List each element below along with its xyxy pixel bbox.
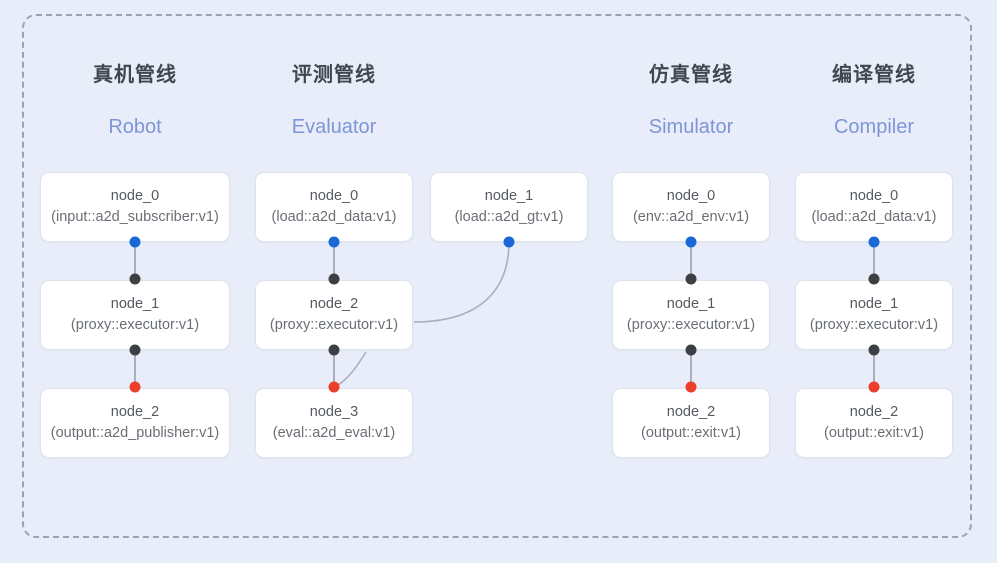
port-input-robot-node-1[interactable] xyxy=(129,273,141,285)
column-title-robot: 真机管线 xyxy=(93,64,177,86)
port-output-eval-node-2[interactable] xyxy=(328,344,340,356)
port-output-sim-node-1[interactable] xyxy=(685,344,697,356)
node-name: node_0 xyxy=(666,188,716,204)
edge-sim-0-1 xyxy=(690,242,692,278)
node-name: node_0 xyxy=(849,188,899,204)
node-name: node_3 xyxy=(309,404,359,420)
port-output-robot-node-0[interactable] xyxy=(129,236,141,248)
port-input-comp-node-1[interactable] xyxy=(868,273,880,285)
node-type: (proxy::executor:v1) xyxy=(269,317,399,333)
edge-comp-0-1 xyxy=(873,242,875,278)
node-type: (proxy::executor:v1) xyxy=(626,317,756,333)
column-header-robot: 真机管线 Robot xyxy=(40,58,230,139)
column-header-compiler: 编译管线 Compiler xyxy=(795,58,953,139)
column-subtitle-simulator: Simulator xyxy=(648,116,734,138)
column-title-simulator: 仿真管线 xyxy=(649,64,733,86)
node-type: (proxy::executor:v1) xyxy=(70,317,200,333)
node-eval-node-0[interactable]: node_0 (load::a2d_data:v1) xyxy=(255,172,413,242)
node-sim-node-2[interactable]: node_2 (output::exit:v1) xyxy=(612,388,770,458)
column-subtitle-compiler: Compiler xyxy=(833,116,915,138)
node-name: node_1 xyxy=(484,188,534,204)
port-input-sim-node-1[interactable] xyxy=(685,273,697,285)
node-name: node_2 xyxy=(309,296,359,312)
port-output-robot-node-1[interactable] xyxy=(129,344,141,356)
node-name: node_1 xyxy=(849,296,899,312)
node-name: node_1 xyxy=(666,296,716,312)
edge-robot-1-2 xyxy=(134,350,136,386)
port-input-eval-node-2[interactable] xyxy=(328,273,340,285)
node-robot-node-0[interactable]: node_0 (input::a2d_subscriber:v1) xyxy=(40,172,230,242)
node-name: node_2 xyxy=(110,404,160,420)
node-eval-node-2[interactable]: node_2 (proxy::executor:v1) xyxy=(255,280,413,350)
port-output-eval-node-1[interactable] xyxy=(503,236,515,248)
node-type: (load::a2d_data:v1) xyxy=(811,209,937,225)
node-comp-node-1[interactable]: node_1 (proxy::executor:v1) xyxy=(795,280,953,350)
node-type: (output::exit:v1) xyxy=(824,425,924,441)
edge-comp-1-2 xyxy=(873,350,875,386)
node-eval-node-3[interactable]: node_3 (eval::a2d_eval:v1) xyxy=(255,388,413,458)
node-type: (load::a2d_data:v1) xyxy=(271,209,397,225)
port-input-eval-node-3[interactable] xyxy=(328,381,340,393)
node-comp-node-2[interactable]: node_2 (output::exit:v1) xyxy=(795,388,953,458)
node-name: node_0 xyxy=(110,188,160,204)
column-title-evaluator: 评测管线 xyxy=(292,64,376,86)
port-output-comp-node-0[interactable] xyxy=(868,236,880,248)
node-robot-node-2[interactable]: node_2 (output::a2d_publisher:v1) xyxy=(40,388,230,458)
node-type: (load::a2d_gt:v1) xyxy=(454,209,564,225)
node-name: node_0 xyxy=(309,188,359,204)
edge-sim-1-2 xyxy=(690,350,692,386)
port-input-comp-node-2[interactable] xyxy=(868,381,880,393)
node-type: (eval::a2d_eval:v1) xyxy=(272,425,396,441)
port-output-comp-node-1[interactable] xyxy=(868,344,880,356)
port-output-sim-node-0[interactable] xyxy=(685,236,697,248)
node-name: node_2 xyxy=(849,404,899,420)
column-subtitle-robot: Robot xyxy=(108,116,162,138)
pipeline-group-frame xyxy=(22,14,972,538)
node-name: node_2 xyxy=(666,404,716,420)
node-comp-node-0[interactable]: node_0 (load::a2d_data:v1) xyxy=(795,172,953,242)
node-name: node_1 xyxy=(110,296,160,312)
node-type: (env::a2d_env:v1) xyxy=(632,209,750,225)
column-subtitle-evaluator: Evaluator xyxy=(291,116,377,138)
port-input-sim-node-2[interactable] xyxy=(685,381,697,393)
column-title-compiler: 编译管线 xyxy=(832,64,916,86)
port-output-eval-node-0[interactable] xyxy=(328,236,340,248)
node-eval-node-1[interactable]: node_1 (load::a2d_gt:v1) xyxy=(430,172,588,242)
node-sim-node-1[interactable]: node_1 (proxy::executor:v1) xyxy=(612,280,770,350)
port-input-robot-node-2[interactable] xyxy=(129,381,141,393)
edge-eval-0-2 xyxy=(333,242,335,278)
node-type: (output::exit:v1) xyxy=(641,425,741,441)
edge-robot-0-1 xyxy=(134,242,136,278)
node-sim-node-0[interactable]: node_0 (env::a2d_env:v1) xyxy=(612,172,770,242)
column-header-evaluator: 评测管线 Evaluator xyxy=(255,58,413,139)
column-header-simulator: 仿真管线 Simulator xyxy=(612,58,770,139)
node-type: (input::a2d_subscriber:v1) xyxy=(51,209,219,225)
node-type: (output::a2d_publisher:v1) xyxy=(50,425,220,441)
node-robot-node-1[interactable]: node_1 (proxy::executor:v1) xyxy=(40,280,230,350)
node-type: (proxy::executor:v1) xyxy=(809,317,939,333)
